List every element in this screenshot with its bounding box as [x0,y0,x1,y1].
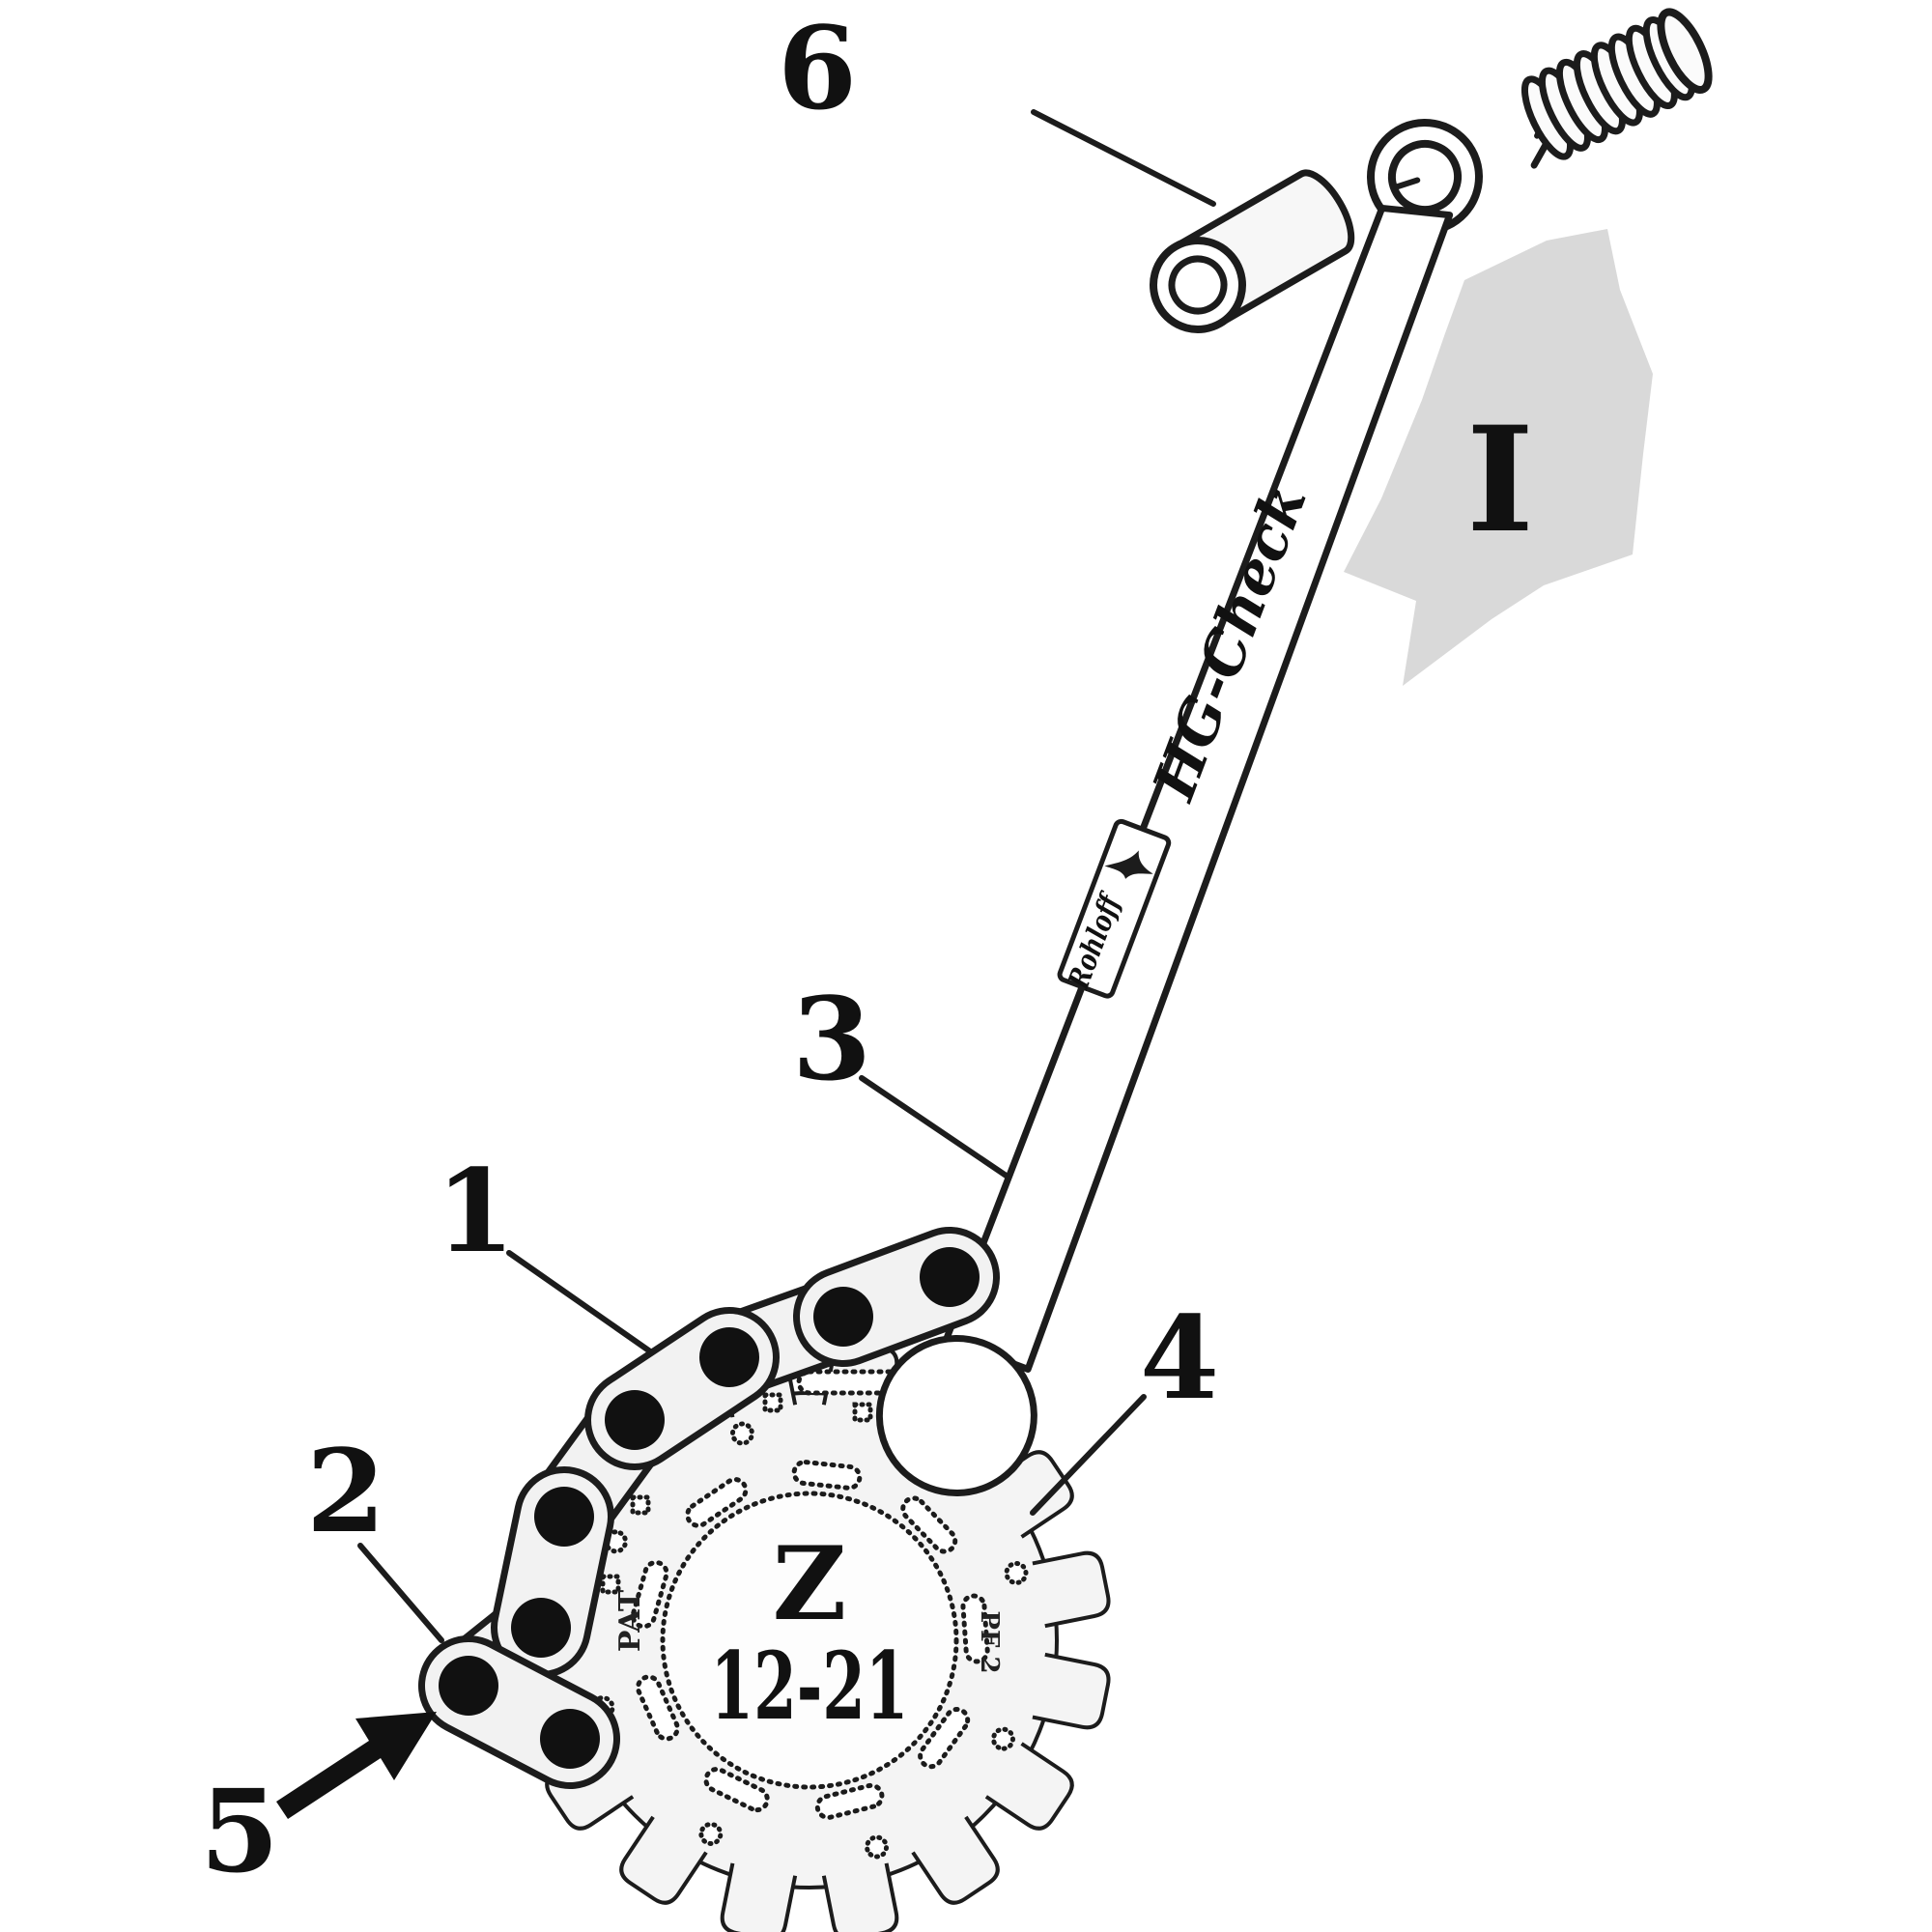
callout-3: 3 [792,972,871,1106]
chain-rollers [439,1247,980,1769]
sprocket-center-boss [660,1491,959,1790]
leader-lines [357,109,1216,1643]
leader-line-2 [357,1543,444,1643]
callout-2: 2 [306,1424,385,1558]
leader-line-6 [1031,109,1216,207]
arm-eyelet-notch [1390,177,1421,191]
direction-arrow-shape [1344,229,1653,686]
callout-4: 4 [1140,1291,1219,1425]
direction-arrow: I [1344,229,1653,686]
sprocket-size-line2: 12-21 [711,1632,909,1741]
sprocket-size-line1: Z [773,1523,847,1643]
chain [418,1227,1000,1789]
sprocket-pf-stamp: PF 2 [975,1610,1004,1673]
coil-spring [1520,8,1713,169]
leader-line-4 [1030,1394,1147,1516]
callout-numbers: 6 1 2 3 4 5 [200,1,1219,1898]
sprocket-square-holes [600,1392,873,1595]
leader-line-1 [506,1250,653,1354]
sprocket-pat-stamp: PAT [613,1589,647,1652]
arm-foot [875,1334,1037,1496]
pointer-arrow-5 [276,1712,437,1819]
leader-line-3 [859,1075,1010,1179]
step-label: I [1466,395,1534,565]
roller-sleeve [1150,169,1355,333]
sprocket: Z 12-21 [505,1336,1114,1932]
callout-1: 1 [436,1144,515,1278]
callout-6: 6 [778,1,857,135]
arm-eyelet-hub [1388,140,1462,213]
bird-icon [1104,850,1153,879]
spring-coils [1520,8,1713,160]
callout-5: 5 [200,1764,279,1898]
